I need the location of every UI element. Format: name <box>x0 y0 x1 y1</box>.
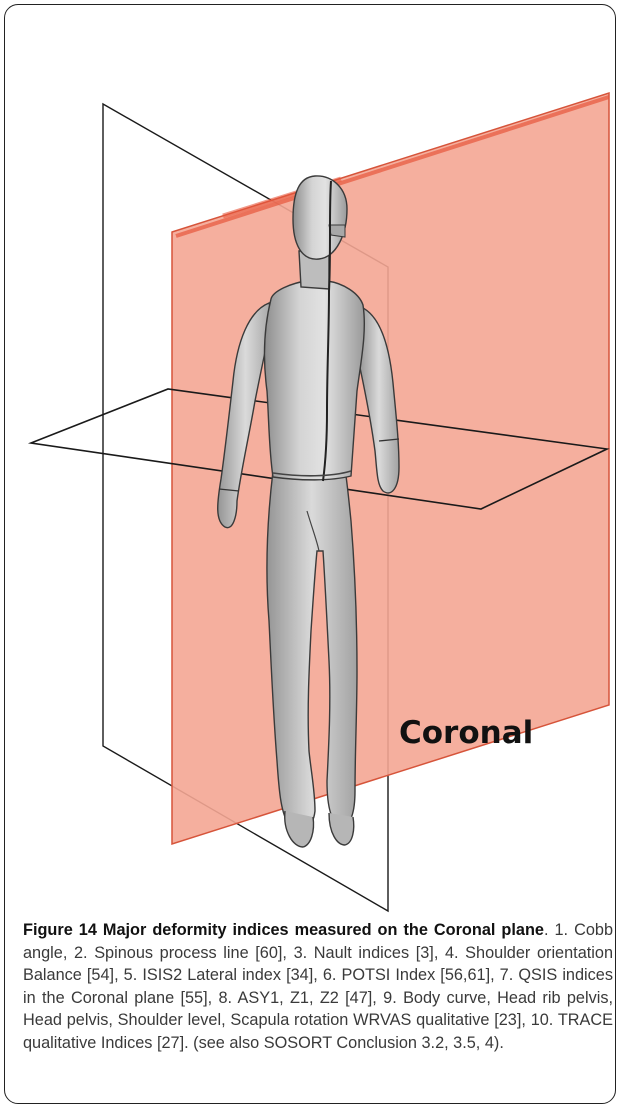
caption-body: . 1. Cobb angle, 2. Spinous process line… <box>23 921 613 1052</box>
coronal-plane-label: Coronal <box>399 715 533 751</box>
anatomical-planes-illustration: Coronal <box>11 11 621 916</box>
figure-frame: Coronal Figure 14 Major deformity indice… <box>4 4 616 1104</box>
caption-title: Figure 14 Major deformity indices measur… <box>23 921 544 939</box>
figure-caption: Figure 14 Major deformity indices measur… <box>23 919 613 1055</box>
